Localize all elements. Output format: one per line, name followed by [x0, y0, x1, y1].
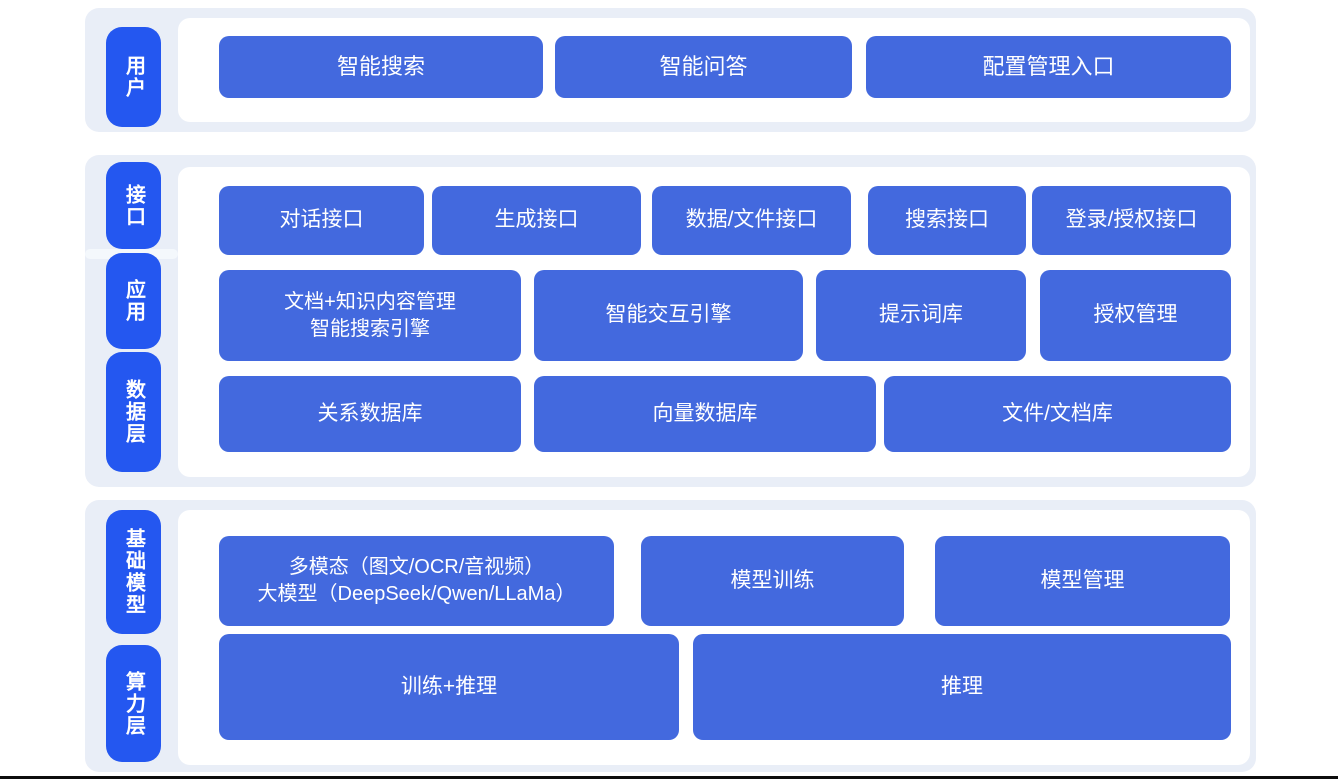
- node-label: 向量数据库: [652, 401, 758, 425]
- node-intelligent-qa: 智能问答: [555, 36, 852, 98]
- node-label: 智能交互引擎: [605, 303, 732, 327]
- node-auth-management: 授权管理: [1040, 270, 1231, 361]
- node-vector-db: 向量数据库: [534, 376, 876, 452]
- node-config-entry: 配置管理入口: [866, 36, 1231, 98]
- node-label: 生成接口: [494, 208, 579, 232]
- node-label: 登录/授权接口: [1065, 208, 1198, 232]
- node-label: 授权管理: [1093, 303, 1178, 327]
- node-data-file-api: 数据/文件接口: [652, 186, 851, 255]
- node-generation-api: 生成接口: [432, 186, 641, 255]
- layer-tab-label: 接口: [122, 183, 145, 228]
- node-label: 智能搜索: [336, 54, 425, 80]
- node-doc-knowledge-search-engine: 文档+知识内容管理 智能搜索引擎: [219, 270, 521, 361]
- node-file-doc-store: 文件/文档库: [884, 376, 1231, 452]
- node-intelligent-search: 智能搜索: [219, 36, 543, 98]
- layer-tab-label: 基础模型: [122, 528, 145, 616]
- layer-tab-label: 算力层: [122, 670, 145, 737]
- node-prompt-library: 提示词库: [816, 270, 1026, 361]
- layer-tab-compute: 算力层: [106, 645, 161, 762]
- node-label: 数据/文件接口: [685, 208, 818, 232]
- layer-tab-label: 数据层: [122, 379, 145, 445]
- node-model-management: 模型管理: [935, 536, 1230, 626]
- node-label: 模型管理: [1040, 568, 1125, 592]
- layer-tab-application: 应用: [106, 253, 161, 349]
- node-label: 搜索接口: [905, 208, 989, 232]
- node-login-auth-api: 登录/授权接口: [1032, 186, 1231, 255]
- node-label: 多模态（图文/OCR/音视频） 大模型（DeepSeek/Qwen/LLaMa）: [257, 556, 576, 605]
- node-label: 提示词库: [879, 303, 963, 327]
- node-label: 配置管理入口: [982, 54, 1115, 80]
- node-label: 智能问答: [659, 54, 748, 80]
- node-dialog-api: 对话接口: [219, 186, 424, 255]
- node-label: 关系数据库: [317, 401, 423, 425]
- node-interaction-engine: 智能交互引擎: [534, 270, 803, 361]
- node-inference: 推理: [693, 634, 1231, 740]
- layer-tab-interface: 接口: [106, 162, 161, 249]
- bottom-divider-line: [0, 776, 1338, 779]
- layer-tab-user: 用户: [106, 27, 161, 127]
- node-relational-db: 关系数据库: [219, 376, 521, 452]
- node-multimodal-llm: 多模态（图文/OCR/音视频） 大模型（DeepSeek/Qwen/LLaMa）: [219, 536, 614, 626]
- layer-tab-data: 数据层: [106, 352, 161, 472]
- node-training-inference: 训练+推理: [219, 634, 679, 740]
- node-label: 训练+推理: [400, 674, 498, 698]
- layer-tab-foundation-model: 基础模型: [106, 510, 161, 634]
- node-label: 模型训练: [730, 568, 815, 592]
- node-label: 推理: [941, 674, 983, 698]
- node-label: 文档+知识内容管理 智能搜索引擎: [284, 290, 456, 340]
- node-model-training: 模型训练: [641, 536, 904, 626]
- node-label: 文件/文档库: [1002, 401, 1113, 425]
- layer-tab-label: 用户: [122, 55, 145, 99]
- layer-tab-label: 应用: [122, 279, 145, 323]
- node-search-api: 搜索接口: [868, 186, 1026, 255]
- node-label: 对话接口: [279, 208, 364, 232]
